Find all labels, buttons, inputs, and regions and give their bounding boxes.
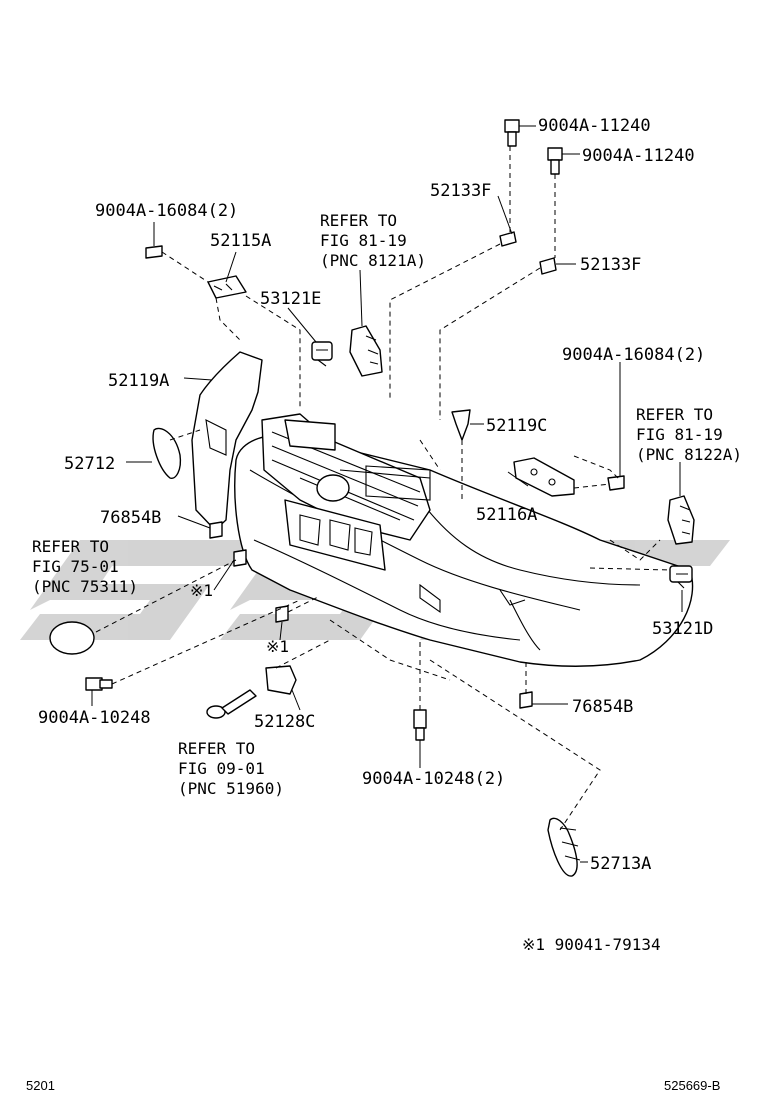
label-52116A[interactable]: 52116A bbox=[476, 505, 537, 525]
refer-75311-line1[interactable]: REFER TO bbox=[32, 537, 109, 556]
bracket-52116A[interactable] bbox=[513, 457, 575, 497]
lamp-53121D[interactable] bbox=[669, 565, 693, 589]
retainer-52119C[interactable] bbox=[451, 409, 471, 441]
label-52128C[interactable]: 52128C bbox=[254, 712, 315, 732]
label-9004A-16084-right[interactable]: 9004A-16084(2) bbox=[562, 345, 705, 365]
label-76854B-b[interactable]: 76854B bbox=[572, 697, 633, 717]
assembly-lines bbox=[95, 146, 671, 831]
clip-90041-79134-b[interactable] bbox=[275, 605, 289, 623]
tow-hook-cover[interactable] bbox=[49, 621, 95, 655]
label-53121E[interactable]: 53121E bbox=[260, 289, 321, 309]
label-clip-note-a[interactable]: ※1 bbox=[190, 581, 213, 600]
refer-75311-line2[interactable]: FIG 75-01 bbox=[32, 557, 119, 576]
screw-9004A-16084-right[interactable] bbox=[607, 475, 625, 491]
refer-8121A-line1[interactable]: REFER TO bbox=[320, 211, 397, 230]
clip-52133F-a[interactable] bbox=[499, 231, 517, 247]
label-52119C[interactable]: 52119C bbox=[486, 416, 547, 436]
drawing-id: 525669-B bbox=[664, 1078, 720, 1093]
label-9004A-16084-left[interactable]: 9004A-16084(2) bbox=[95, 201, 238, 221]
refer-51960-line3[interactable]: (PNC 51960) bbox=[178, 779, 284, 798]
label-52712[interactable]: 52712 bbox=[64, 454, 115, 474]
label-52133F-a[interactable]: 52133F bbox=[430, 181, 491, 201]
refer-51960-line2[interactable]: FIG 09-01 bbox=[178, 759, 265, 778]
license-plate-mount bbox=[284, 499, 386, 571]
lamp-53121E[interactable] bbox=[311, 341, 333, 367]
figure-code: 5201 bbox=[26, 1078, 55, 1093]
label-52713A[interactable]: 52713A bbox=[590, 854, 651, 874]
refer-75311-line3[interactable]: (PNC 75311) bbox=[32, 577, 138, 596]
footer: 5201 525669-B bbox=[26, 1078, 720, 1093]
grille-assembly[interactable] bbox=[261, 413, 431, 541]
clip-52133F-b[interactable] bbox=[539, 257, 557, 275]
label-52119A[interactable]: 52119A bbox=[108, 371, 169, 391]
refer-8121A-line3[interactable]: (PNC 8121A) bbox=[320, 251, 426, 270]
bolt-9004A-10248-2[interactable] bbox=[413, 709, 427, 741]
reflector-52712[interactable] bbox=[152, 427, 182, 479]
label-clip-note-b[interactable]: ※1 bbox=[266, 637, 289, 656]
fog-lamp-left[interactable] bbox=[349, 325, 383, 377]
fog-lamp-right[interactable] bbox=[667, 495, 695, 545]
label-76854B-a[interactable]: 76854B bbox=[100, 508, 161, 528]
cover-52128C[interactable] bbox=[265, 665, 297, 695]
tow-eye[interactable] bbox=[206, 689, 257, 719]
label-53121D[interactable]: 53121D bbox=[652, 619, 713, 639]
bolt-9004A-11240-a[interactable] bbox=[504, 119, 520, 147]
label-9004A-11240-b[interactable]: 9004A-11240 bbox=[582, 146, 695, 166]
bracket-52115A[interactable] bbox=[207, 275, 247, 299]
bolt-9004A-11240-b[interactable] bbox=[547, 147, 563, 175]
leader-lines bbox=[91, 125, 683, 863]
label-52133F-b[interactable]: 52133F bbox=[580, 255, 641, 275]
label-9004A-11240-a[interactable]: 9004A-11240 bbox=[538, 116, 651, 136]
refer-8122A-line3[interactable]: (PNC 8122A) bbox=[636, 445, 742, 464]
reflector-52713A[interactable] bbox=[547, 817, 581, 877]
label-52115A[interactable]: 52115A bbox=[210, 231, 271, 251]
clip-note-legend: ※1 90041-79134 bbox=[522, 935, 661, 954]
refer-8122A-line1[interactable]: REFER TO bbox=[636, 405, 713, 424]
refer-51960-line1[interactable]: REFER TO bbox=[178, 739, 255, 758]
bolt-9004A-10248[interactable] bbox=[85, 677, 113, 691]
nut-76854B-b[interactable] bbox=[519, 691, 533, 709]
label-9004A-10248-2[interactable]: 9004A-10248(2) bbox=[362, 769, 505, 789]
screw-9004A-16084-left[interactable] bbox=[145, 245, 163, 259]
nut-76854B-a[interactable] bbox=[209, 521, 223, 539]
clip-90041-79134-a[interactable] bbox=[233, 549, 247, 567]
part-labels: 9004A-11240 9004A-11240 52133F 52133F 90… bbox=[32, 116, 742, 954]
refer-8121A-line2[interactable]: FIG 81-19 bbox=[320, 231, 407, 250]
refer-8122A-line2[interactable]: FIG 81-19 bbox=[636, 425, 723, 444]
label-9004A-10248[interactable]: 9004A-10248 bbox=[38, 708, 151, 728]
